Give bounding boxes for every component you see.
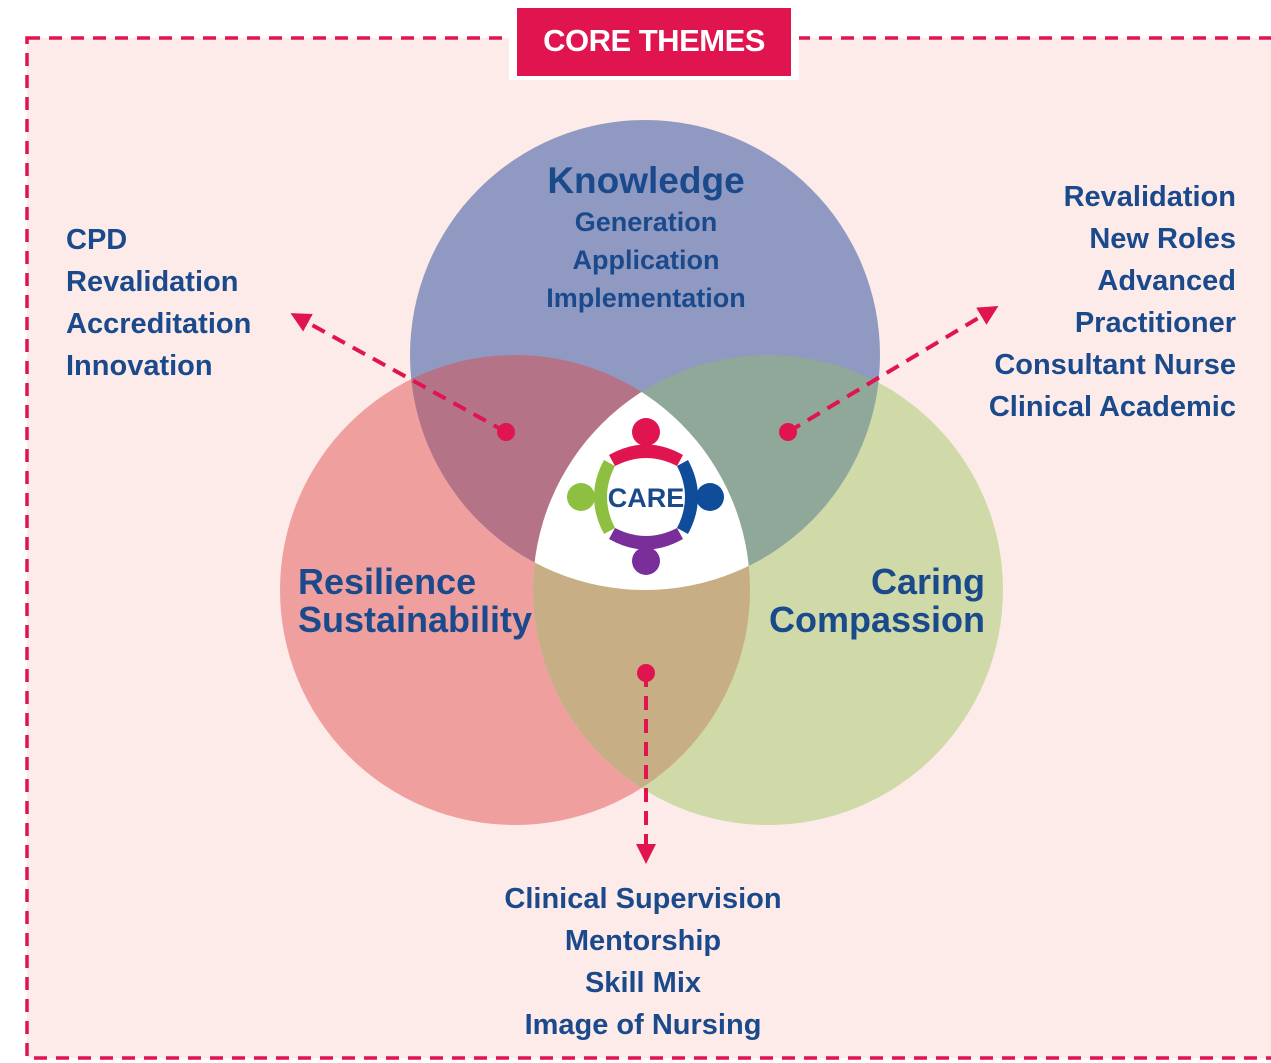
figure-red-icon [609, 418, 683, 466]
bottom-connector-dot [637, 664, 655, 682]
right-callout-item: Revalidation [1064, 181, 1236, 213]
right-connector-dot [779, 423, 797, 441]
left-callout-item: Innovation [66, 350, 213, 382]
dashed-border [25, 36, 1271, 1060]
knowledge-line: Generation [575, 207, 718, 237]
right-callout-item: Practitioner [1075, 307, 1236, 339]
bottom-callout-item: Skill Mix [585, 967, 701, 999]
caring-line: Caring [871, 561, 985, 602]
right-callout-item: Clinical Academic [989, 391, 1236, 423]
title: CORE THEMES [543, 23, 765, 58]
figure-green-icon [567, 460, 615, 534]
care-logo: CARE [567, 418, 724, 575]
right-connector [779, 305, 999, 441]
caring-line: Compassion [769, 599, 985, 640]
left-connector-dot [497, 423, 515, 441]
right-callout-item: New Roles [1089, 223, 1236, 255]
figure-blue-icon [677, 460, 724, 534]
knowledge-line: Implementation [546, 283, 746, 313]
resilience-line: Resilience [298, 561, 476, 602]
left-callout-item: Accreditation [66, 308, 251, 340]
knowledge-line: Application [573, 245, 720, 275]
title-badge: CORE THEMES [509, 2, 799, 80]
left-callout-item: CPD [66, 224, 127, 256]
bottom-connector [636, 664, 656, 864]
resilience-labels: Resilience Sustainability [298, 561, 532, 640]
right-callout: Revalidation New Roles Advanced Practiti… [989, 181, 1236, 423]
left-callout-item: Revalidation [66, 266, 238, 298]
left-connector [290, 313, 515, 441]
knowledge-labels: Knowledge Generation Application Impleme… [546, 160, 746, 313]
right-callout-item: Consultant Nurse [994, 349, 1236, 381]
bottom-callout-item: Image of Nursing [525, 1009, 762, 1041]
right-callout-item: Advanced [1097, 265, 1236, 297]
resilience-line: Sustainability [298, 599, 532, 640]
left-callout: CPD Revalidation Accreditation Innovatio… [66, 224, 251, 382]
center-overlap [533, 355, 750, 590]
bottom-callout-item: Mentorship [565, 925, 721, 957]
knowledge-heading: Knowledge [547, 160, 744, 201]
bottom-callout-item: Clinical Supervision [504, 883, 781, 915]
bottom-callout: Clinical Supervision Mentorship Skill Mi… [504, 883, 781, 1041]
caring-labels: Caring Compassion [769, 561, 985, 640]
care-label: CARE [608, 483, 685, 513]
figure-purple-icon [609, 528, 683, 575]
